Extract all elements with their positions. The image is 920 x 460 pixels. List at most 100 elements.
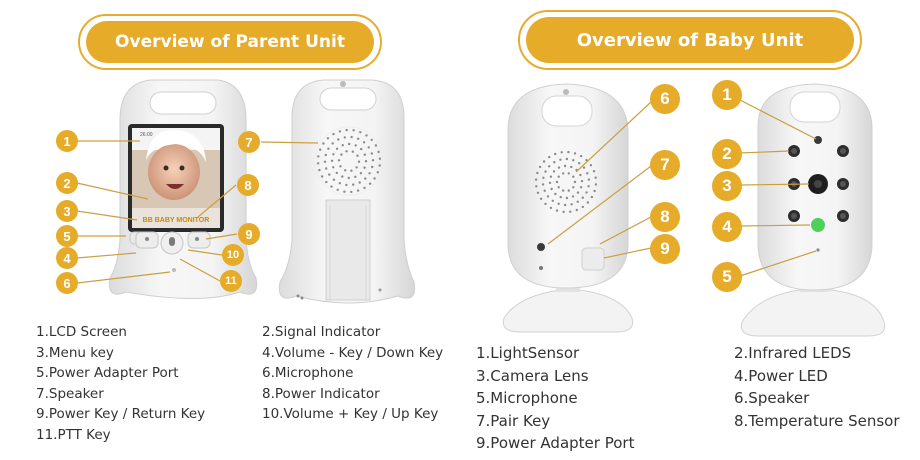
speaker-hole — [565, 157, 569, 161]
callout-parent-8: 8 — [237, 174, 259, 196]
speaker-hole — [592, 170, 596, 173]
speaker-hole — [331, 142, 334, 145]
legend-item: 7.Pair Key — [476, 411, 551, 430]
speaker-hole — [330, 185, 333, 188]
callout-baby-2: 2 — [712, 139, 742, 169]
speaker-hole — [536, 191, 540, 194]
baby-unit-back — [502, 83, 634, 333]
callout-baby-8: 8 — [650, 202, 680, 232]
speaker-hole — [335, 147, 339, 150]
speaker-hole — [560, 151, 563, 154]
speaker-hole — [585, 191, 588, 194]
speaker-hole — [579, 186, 583, 189]
parent-unit-front: BB BABY MONITOR 26:00 — [108, 79, 258, 299]
speaker-hole — [371, 159, 375, 162]
speaker-hole — [359, 131, 362, 134]
speaker-hole — [343, 190, 346, 193]
speaker-hole — [320, 175, 324, 178]
callout-parent-5: 5 — [56, 225, 78, 247]
speaker-hole — [553, 161, 556, 164]
callout-baby-3: 3 — [712, 171, 742, 201]
speaker-hole — [330, 159, 334, 162]
speaker-hole — [363, 186, 366, 190]
parent-legend-left: 1.LCD Screen 3.Menu key 5.Power Adapter … — [36, 322, 205, 445]
speaker-hole — [345, 150, 348, 153]
speaker-hole — [341, 144, 344, 147]
speaker-hole — [581, 196, 584, 199]
speaker-hole — [368, 172, 371, 175]
speaker-hole — [357, 137, 360, 140]
speaker-hole — [594, 183, 598, 186]
legend-item: 9.Power Adapter Port — [476, 434, 635, 452]
speaker-hole — [340, 153, 343, 156]
callout-parent-10: 10 — [222, 244, 244, 266]
speaker-hole — [559, 195, 562, 199]
legend-item: 2.Infrared LEDS — [734, 344, 852, 362]
speaker-hole — [363, 153, 366, 156]
speaker-hole — [335, 171, 338, 175]
speaker-hole — [378, 164, 381, 167]
speaker-hole — [586, 172, 589, 175]
light-sensor — [814, 136, 822, 144]
screen-brand-text: BB BABY MONITOR — [143, 217, 210, 224]
speaker-hole — [575, 208, 578, 212]
parent-title: Overview of Parent Unit — [86, 21, 374, 63]
speaker-hole — [350, 190, 353, 194]
speaker-hole — [576, 200, 579, 203]
speaker-hole — [363, 166, 366, 169]
speaker-hole — [565, 196, 569, 200]
speaker-hole — [587, 178, 591, 181]
speaker-hole — [373, 177, 376, 180]
baby-unit-front — [740, 83, 886, 337]
speaker-hole — [543, 189, 546, 192]
speaker-hole — [362, 141, 366, 144]
speaker-hole — [350, 135, 353, 139]
speaker-hole — [354, 144, 357, 147]
speaker-hole — [554, 192, 557, 196]
callout-baby-4: 4 — [712, 212, 742, 242]
callout-baby-1: 1 — [712, 80, 742, 110]
speaker-hole — [550, 187, 553, 191]
speaker-hole — [548, 155, 551, 159]
speaker-hole — [356, 189, 360, 192]
legend-item: 6.Microphone — [262, 365, 354, 381]
speaker-hole — [569, 210, 572, 213]
speaker-hole — [562, 210, 565, 214]
speaker-hole — [336, 188, 339, 191]
speaker-hole — [563, 164, 567, 168]
speaker-hole — [562, 172, 565, 175]
speaker-hole — [351, 150, 354, 153]
speaker-hole — [325, 180, 328, 184]
speaker-hole — [355, 166, 358, 169]
speaker-hole — [332, 178, 336, 181]
speaker-hole — [544, 170, 547, 173]
legend-item: 5.Power Adapter Port — [36, 365, 179, 381]
power-led — [811, 218, 825, 232]
speaker-hole — [345, 128, 348, 132]
speaker-hole — [370, 138, 373, 142]
speaker-hole — [332, 166, 335, 169]
callout-parent-7: 7 — [238, 131, 260, 153]
baby-legend-right: 2.Infrared LEDS 4.Power LED 6.Speaker 8.… — [734, 342, 900, 432]
speaker-hole — [534, 178, 538, 181]
speaker-hole — [557, 175, 560, 178]
speaker-hole — [570, 203, 573, 206]
speaker-hole — [581, 205, 584, 209]
legend-item: 5.Microphone — [476, 389, 578, 407]
speaker-hole — [578, 162, 581, 165]
legend-item: 6.Speaker — [734, 389, 810, 407]
callout-parent-4: 4 — [56, 247, 78, 269]
speaker-hole — [374, 144, 378, 147]
speaker-hole — [580, 179, 584, 183]
baby-legend-left: 1.LightSensor 3.Camera Lens 5.Microphone… — [476, 342, 634, 455]
legend-item: 7.Speaker — [36, 385, 104, 402]
legend-item: 4.Volume - Key / Down Key — [262, 344, 444, 361]
speaker-hole — [345, 183, 348, 187]
speaker-hole — [573, 152, 577, 155]
callout-parent-6: 6 — [56, 272, 78, 294]
speaker-hole — [344, 169, 347, 172]
legend-item: 10.Volume + Key / Up Key — [262, 406, 439, 422]
speaker-hole — [323, 160, 327, 163]
callout-parent-1: 1 — [56, 130, 78, 152]
